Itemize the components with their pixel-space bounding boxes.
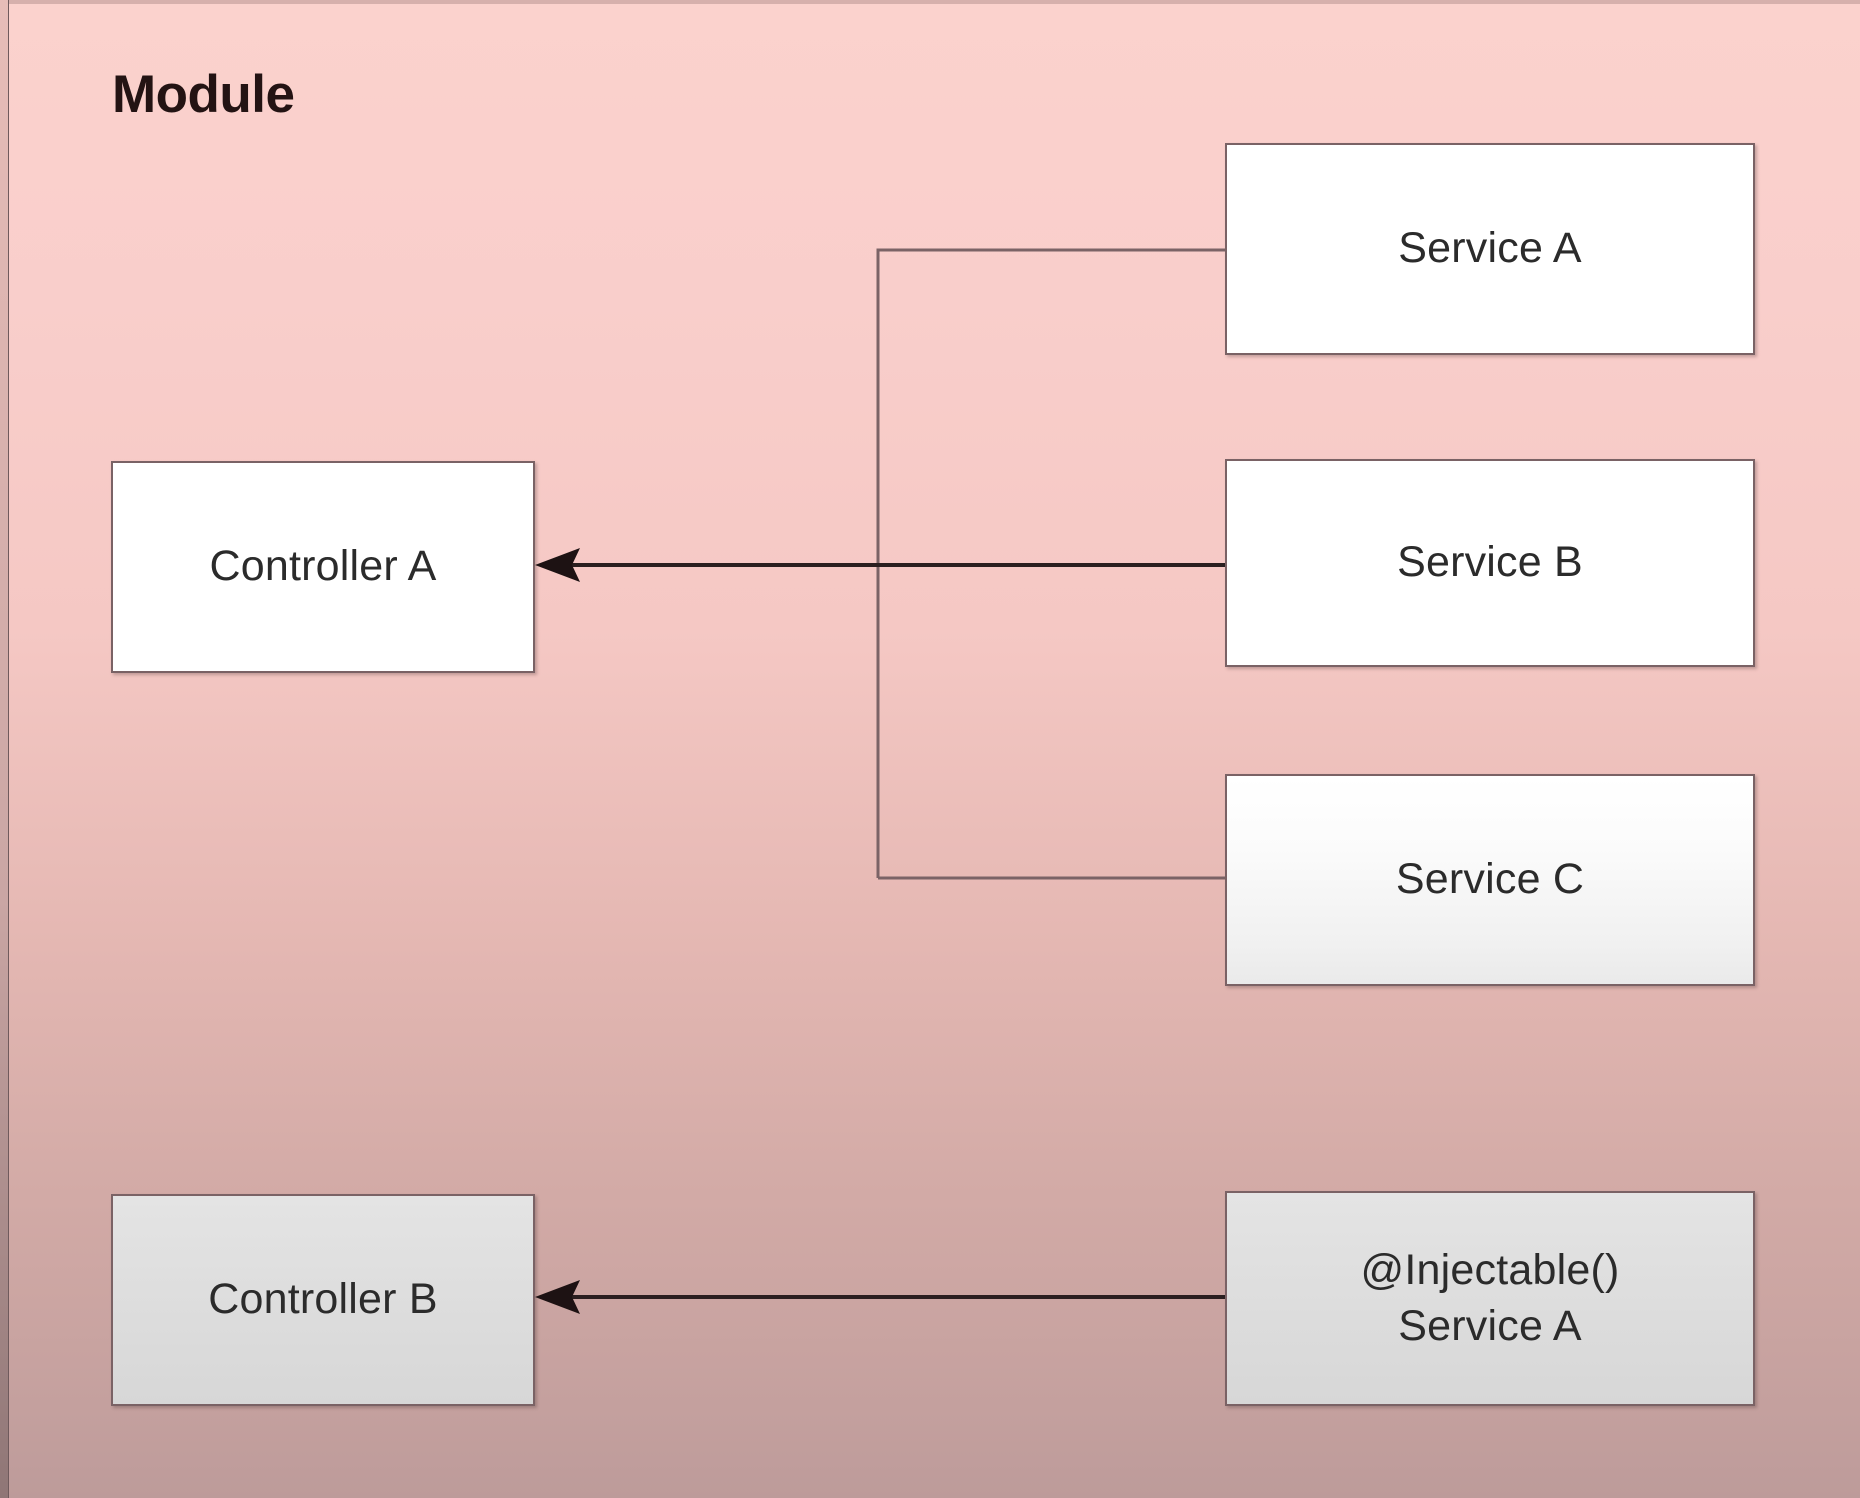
node-service-c-label: Service C [1395, 855, 1585, 904]
node-controller-a-label: Controller A [209, 542, 437, 591]
node-controller-b-label: Controller B [208, 1275, 438, 1324]
node-service-a[interactable]: Service A [1225, 143, 1755, 355]
node-controller-a[interactable]: Controller A [111, 461, 535, 673]
node-injectable-service-label: Service A [1398, 1301, 1582, 1350]
node-injectable-service-a[interactable]: @Injectable() Service A [1225, 1191, 1755, 1406]
left-edge-strip [0, 0, 9, 1498]
node-controller-b[interactable]: Controller B [111, 1194, 535, 1406]
arrowhead-controller-a [535, 548, 580, 582]
top-edge-strip [0, 0, 1860, 4]
node-service-c[interactable]: Service C [1225, 774, 1755, 986]
edge-service-a-to-bus [876, 248, 1225, 878]
arrowhead-controller-b [535, 1280, 580, 1314]
node-service-b[interactable]: Service B [1225, 459, 1755, 667]
node-service-b-label: Service B [1397, 538, 1583, 587]
node-service-a-label: Service A [1398, 224, 1582, 273]
node-injectable-decorator-label: @Injectable() [1360, 1246, 1620, 1295]
page-title: Module [112, 65, 295, 124]
